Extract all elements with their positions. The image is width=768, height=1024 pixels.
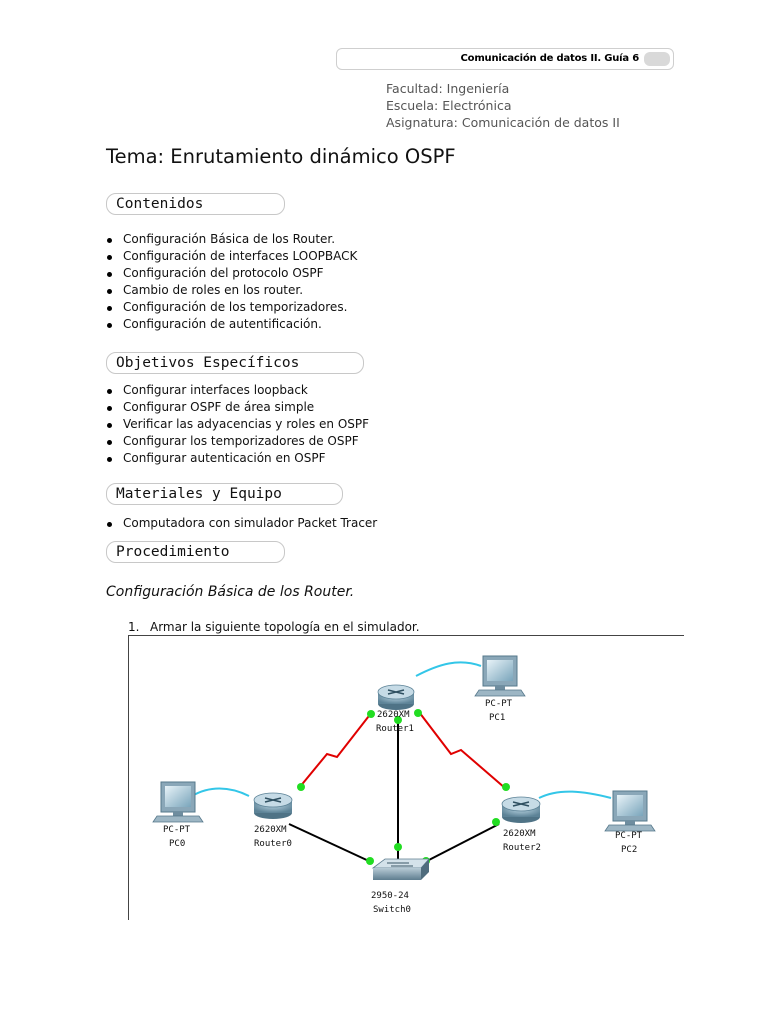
- pc1-model-label: PC-PT: [485, 699, 513, 709]
- ethernet-link-router0-switch0: [288, 823, 372, 863]
- router2-icon: [501, 796, 541, 823]
- router2-model-label: 2620XM: [503, 829, 536, 839]
- step-number: 1.: [128, 620, 140, 634]
- router0-name-label: Router0: [254, 839, 292, 849]
- section-heading-objectives: Objetivos Específicos: [106, 352, 364, 374]
- list-item: Computadora con simulador Packet Tracer: [106, 515, 377, 532]
- running-title: Comunicación de datos II. Guía 6: [460, 53, 640, 64]
- router2-name-label: Router2: [503, 843, 541, 853]
- serial-link-router1-router2: [418, 711, 506, 789]
- pc0-icon: [152, 781, 204, 823]
- list-item: Configuración del protocolo OSPF: [106, 265, 357, 282]
- objectives-list: Configurar interfaces loopback Configura…: [106, 382, 369, 467]
- pc2-model-label: PC-PT: [615, 831, 643, 841]
- step-text: Armar la siguiente topología en el simul…: [150, 620, 420, 634]
- figure-top-rule: [128, 635, 684, 636]
- document-meta: Facultad: Ingeniería Escuela: Electrónic…: [386, 80, 620, 131]
- router1-icon: [377, 684, 415, 710]
- page-number-badge: [644, 52, 670, 66]
- switch0-icon: [371, 858, 430, 880]
- pc2-name-label: PC2: [621, 845, 637, 855]
- router1-model-label: 2620XM: [377, 710, 410, 720]
- link-up-dot: [297, 783, 305, 791]
- serial-link-router0-router1: [298, 711, 373, 789]
- list-item: Configuración de los temporizadores.: [106, 299, 357, 316]
- pc1-name-label: PC1: [489, 713, 505, 723]
- section-heading-contents: Contenidos: [106, 193, 285, 215]
- link-up-dot: [394, 716, 402, 724]
- section-heading-procedure: Procedimiento: [106, 541, 285, 563]
- link-up-dot: [367, 710, 375, 718]
- console-link-router1-pc1: [415, 661, 482, 677]
- list-item: Configuración de interfaces LOOPBACK: [106, 248, 357, 265]
- router0-model-label: 2620XM: [254, 825, 287, 835]
- list-item: Verificar las adyacencias y roles en OSP…: [106, 416, 369, 433]
- router1-name-label: Router1: [376, 724, 414, 734]
- page-title: Tema: Enrutamiento dinámico OSPF: [106, 145, 456, 168]
- section-heading-materials: Materiales y Equipo: [106, 483, 343, 505]
- list-item: Configuración Básica de los Router.: [106, 231, 357, 248]
- running-header: Comunicación de datos II. Guía 6: [336, 48, 674, 70]
- network-topology-diagram: 2620XM Router1 2620XM Router0 2620XM Rou…: [152, 655, 656, 915]
- router0-icon: [253, 792, 293, 819]
- console-link-router2-pc2: [538, 790, 612, 799]
- ethernet-link-router2-switch0: [424, 823, 500, 863]
- link-up-dot: [366, 857, 374, 865]
- link-up-dot: [414, 709, 422, 717]
- console-link-router0-pc0: [191, 787, 250, 797]
- link-up-dot: [492, 818, 500, 826]
- pc0-model-label: PC-PT: [163, 825, 191, 835]
- switch0-name-label: Switch0: [373, 905, 411, 915]
- list-item: Configuración de autentificación.: [106, 316, 357, 333]
- figure-left-rule: [128, 635, 129, 920]
- procedure-step: 1. Armar la siguiente topología en el sim…: [128, 620, 420, 634]
- materials-list: Computadora con simulador Packet Tracer: [106, 515, 377, 532]
- pc1-icon: [474, 655, 526, 697]
- list-item: Configurar los temporizadores de OSPF: [106, 433, 369, 450]
- pc2-icon: [604, 790, 656, 832]
- contents-list: Configuración Básica de los Router. Conf…: [106, 231, 357, 333]
- subject-line: Asignatura: Comunicación de datos II: [386, 115, 620, 130]
- list-item: Configurar OSPF de área simple: [106, 399, 369, 416]
- school-line: Escuela: Electrónica: [386, 98, 512, 113]
- list-item: Cambio de roles en los router.: [106, 282, 357, 299]
- link-up-dot: [394, 843, 402, 851]
- subsection-heading: Configuración Básica de los Router.: [106, 584, 355, 600]
- faculty-line: Facultad: Ingeniería: [386, 81, 510, 96]
- pc0-name-label: PC0: [169, 839, 185, 849]
- link-up-dot: [502, 783, 510, 791]
- switch0-model-label: 2950-24: [371, 891, 409, 901]
- list-item: Configurar interfaces loopback: [106, 382, 369, 399]
- list-item: Configurar autenticación en OSPF: [106, 450, 369, 467]
